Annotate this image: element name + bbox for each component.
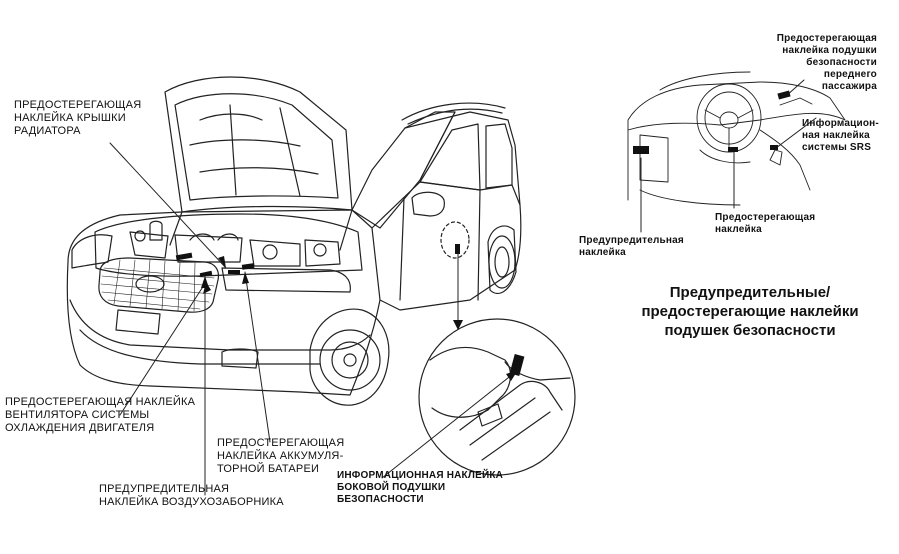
sticker-cooling-fan [199,270,213,278]
car-front-wheel [319,329,381,391]
dashboard-illustration [627,71,846,206]
diagram-title: Предупредительные/ предостерегающие накл… [641,284,859,339]
sticker-markers [175,90,791,376]
car-front-face [66,209,381,396]
leader-srs-info [775,117,817,149]
label-battery: ПРЕДОСТЕРЕГАЮЩАЯ НАКЛЕЙКА АККУМУЛЯ- ТОРН… [217,437,345,475]
car-headlight-right [221,267,351,293]
leader-side-airbag [381,369,519,479]
sticker-radiator-cap [175,252,193,261]
car-rear-wheel [488,235,516,289]
car-side-mirror [411,191,445,217]
car-side-window-rear [485,123,513,189]
sticker-side-airbag [509,354,525,376]
sticker-warning [728,147,738,152]
b-pillar-zoom [418,318,576,476]
car-grille [98,257,220,313]
sticker-srs-info [770,145,778,150]
car-side-window-front [419,123,481,191]
label-side-airbag: ИНФОРМАЦИОННАЯ НАКЛЕЙКА БОКОВОЙ ПОДУШКИ … [337,470,504,505]
label-caution: Предупредительная наклейка [579,235,684,258]
label-srs-info: Информацион- ная наклейка системы SRS [802,118,879,153]
label-cooling-fan: ПРЕДОСТЕРЕГАЮЩАЯ НАКЛЕЙКА ВЕНТИЛЯТОРА СИ… [5,396,196,434]
sticker-air-intake [228,270,240,274]
car-badge [135,275,165,293]
leader-battery [244,271,271,443]
car-illustration [66,76,522,406]
b-pillar-callout [440,221,470,259]
label-air-intake: ПРЕДУПРЕДИТЕЛЬНАЯ НАКЛЕЙКА ВОЗДУХОЗАБОРН… [99,483,284,508]
sticker-b-pillar [455,244,460,254]
label-passenger-airbag: Предостерегающая наклейка подушки безопа… [776,33,877,92]
sticker-caution [633,146,649,154]
leader-radiator-cap [109,142,227,269]
sticker-battery [241,263,255,270]
label-radiator-cap: ПРЕДОСТЕРЕГАЮЩАЯ НАКЛЕЙКА КРЫШКИ РАДИАТО… [14,99,142,137]
car-headlight-left [71,234,113,269]
label-warning: Предостерегающая наклейка [715,212,816,235]
leader-cooling-fan [119,281,207,416]
